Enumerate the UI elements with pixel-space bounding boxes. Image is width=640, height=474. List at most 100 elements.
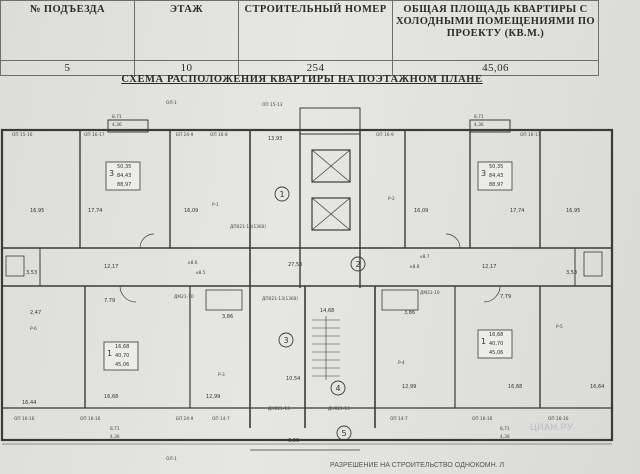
dim-bottom: 8,71 bbox=[500, 426, 510, 432]
room-area: 27,53 bbox=[288, 262, 302, 268]
circle-marker: 3 bbox=[283, 336, 288, 345]
room-area: 16,68 bbox=[508, 384, 522, 390]
mark-bottom: ОП 16-16 bbox=[80, 416, 101, 422]
room-area: 3,53 bbox=[26, 270, 37, 276]
mark-ol: ОЛ-1 bbox=[166, 456, 177, 462]
apartment-info-table: № ПОДЪЕЗДА ЭТАЖ СТРОИТЕЛЬНЫЙ НОМЕР ОБЩАЯ… bbox=[0, 0, 599, 76]
room-area: 13,93 bbox=[268, 136, 282, 142]
dim-bottom: 8,71 bbox=[110, 426, 120, 432]
mark-top: БП 24-9 bbox=[176, 132, 194, 138]
mark-top: ОП 16-9 bbox=[376, 132, 394, 138]
area-value: 45,06 bbox=[392, 60, 599, 76]
room-area: 16,64 bbox=[590, 384, 604, 390]
dim-top: 4,36 bbox=[474, 122, 484, 128]
floor-value: 10 bbox=[134, 60, 239, 76]
mark-top: ОП 16-17 bbox=[520, 132, 541, 138]
unit4-rooms: 1 bbox=[481, 337, 486, 346]
mark-door: ДН021-13 bbox=[268, 406, 290, 412]
mark-door: ДП021-13(1360) bbox=[262, 296, 298, 302]
entrance-header: № ПОДЪЕЗДА bbox=[0, 0, 135, 61]
room-area: 12,99 bbox=[402, 384, 416, 390]
mark-door: ДМ21-10 bbox=[174, 294, 194, 300]
mark-p3: P-3 bbox=[218, 372, 225, 378]
dim-top: 8,71 bbox=[474, 114, 484, 120]
circle-marker: 2 bbox=[355, 260, 360, 269]
dim-bottom: 4,36 bbox=[500, 434, 510, 440]
room-area: 2,47 bbox=[30, 310, 41, 316]
unit3-full: 45,06 bbox=[115, 362, 129, 368]
dim-top: 4,36 bbox=[112, 122, 122, 128]
floor-header: ЭТАЖ bbox=[134, 0, 239, 61]
room-area: 17,74 bbox=[510, 208, 524, 214]
area-header: ОБЩАЯ ПЛОЩАДЬ КВАРТИРЫ С ХОЛОДНЫМИ ПОМЕЩ… bbox=[392, 0, 599, 61]
unit3-rooms: 1 bbox=[107, 349, 112, 358]
room-area: 16,09 bbox=[184, 208, 198, 214]
unit2-total: 84,43 bbox=[489, 173, 503, 179]
mark-top: ОП 16-17 bbox=[84, 132, 105, 138]
mark-door: ДП021-13(1360) bbox=[230, 224, 266, 230]
unit2-living: 50,35 bbox=[489, 164, 503, 170]
room-area: 3,53 bbox=[566, 270, 577, 276]
unit1-rooms: 3 bbox=[109, 169, 114, 178]
mark-el1: к8.6 bbox=[188, 260, 198, 266]
mark-top: ОП 15-13 bbox=[262, 102, 283, 108]
number-value: 254 bbox=[238, 60, 393, 76]
room-area: 12,17 bbox=[482, 264, 496, 270]
mark-p4: P-4 bbox=[398, 360, 405, 366]
room-area: 16,95 bbox=[30, 208, 44, 214]
footer-text: РАЗРЕШЕНИЕ НА СТРОИТЕЛЬСТВО ОДНОКОМН. Л bbox=[330, 462, 505, 469]
unit4-total: 40,70 bbox=[489, 341, 503, 347]
mark-p2: P-2 bbox=[388, 196, 395, 202]
circle-marker: 4 bbox=[335, 384, 340, 393]
room-area: 12,99 bbox=[206, 394, 220, 400]
mark-bottom: ОП 16-16 bbox=[14, 416, 35, 422]
floor-plan: 3 50,35 84,43 88,97 3 50,35 84,43 88,97 … bbox=[0, 100, 614, 462]
room-area: 3,86 bbox=[222, 314, 233, 320]
unit2-rooms: 3 bbox=[481, 169, 486, 178]
room-area: 10,54 bbox=[286, 376, 300, 382]
unit1-full: 88,97 bbox=[117, 182, 131, 188]
unit3-total: 40,70 bbox=[115, 353, 129, 359]
mark-door: ДН021-13 bbox=[328, 406, 350, 412]
dim-top: 8,71 bbox=[112, 114, 122, 120]
room-area: 7,79 bbox=[500, 294, 511, 300]
room-area: 3,86 bbox=[404, 310, 415, 316]
room-area: 6,39 bbox=[288, 438, 299, 444]
room-area: 14,68 bbox=[320, 308, 334, 314]
plan-title: СХЕМА РАСПОЛОЖЕНИЯ КВАРТИРЫ НА ПОЭТАЖНОМ… bbox=[121, 74, 483, 85]
room-area: 17,74 bbox=[88, 208, 102, 214]
mark-top: ОП 15-16 bbox=[12, 132, 33, 138]
mark-p5: P-5 bbox=[556, 324, 563, 330]
room-area: 16,68 bbox=[104, 394, 118, 400]
mark-el4: к8.8 bbox=[410, 264, 420, 270]
watermark: ЦИАН.РУ bbox=[530, 422, 574, 432]
entrance-value: 5 bbox=[0, 60, 135, 76]
room-area: 12,17 bbox=[104, 264, 118, 270]
unit4-full: 45,06 bbox=[489, 350, 503, 356]
unit3-living: 16,68 bbox=[115, 344, 129, 350]
number-header: СТРОИТЕЛЬНЫЙ НОМЕР bbox=[238, 0, 393, 61]
mark-el3: к8.7 bbox=[420, 254, 430, 260]
mark-ol: ОЛ-1 bbox=[166, 100, 177, 106]
room-area: 16,95 bbox=[566, 208, 580, 214]
dim-bottom: 4,36 bbox=[110, 434, 120, 440]
mark-bottom: ОП 14-7 bbox=[390, 416, 408, 422]
mark-door: ДМ21-10 bbox=[420, 290, 440, 296]
circle-marker: 5 bbox=[341, 429, 346, 438]
mark-top: ОП 16-8 bbox=[210, 132, 228, 138]
room-area: 16,09 bbox=[414, 208, 428, 214]
mark-bottom: ОП 16-16 bbox=[472, 416, 493, 422]
mark-p1: P-1 bbox=[212, 202, 219, 208]
unit1-living: 50,35 bbox=[117, 164, 131, 170]
unit1-total: 84,43 bbox=[117, 173, 131, 179]
mark-bottom: ОП 14-7 bbox=[212, 416, 230, 422]
mark-bottom: ОП 16-16 bbox=[548, 416, 569, 422]
unit4-living: 16,68 bbox=[489, 332, 503, 338]
mark-p6: P-6 bbox=[30, 326, 37, 332]
unit2-full: 88,97 bbox=[489, 182, 503, 188]
circle-marker: 1 bbox=[279, 190, 284, 199]
room-area: 16,44 bbox=[22, 400, 36, 406]
mark-el2: к8.5 bbox=[196, 270, 206, 276]
mark-bottom: БП 24-9 bbox=[176, 416, 194, 422]
